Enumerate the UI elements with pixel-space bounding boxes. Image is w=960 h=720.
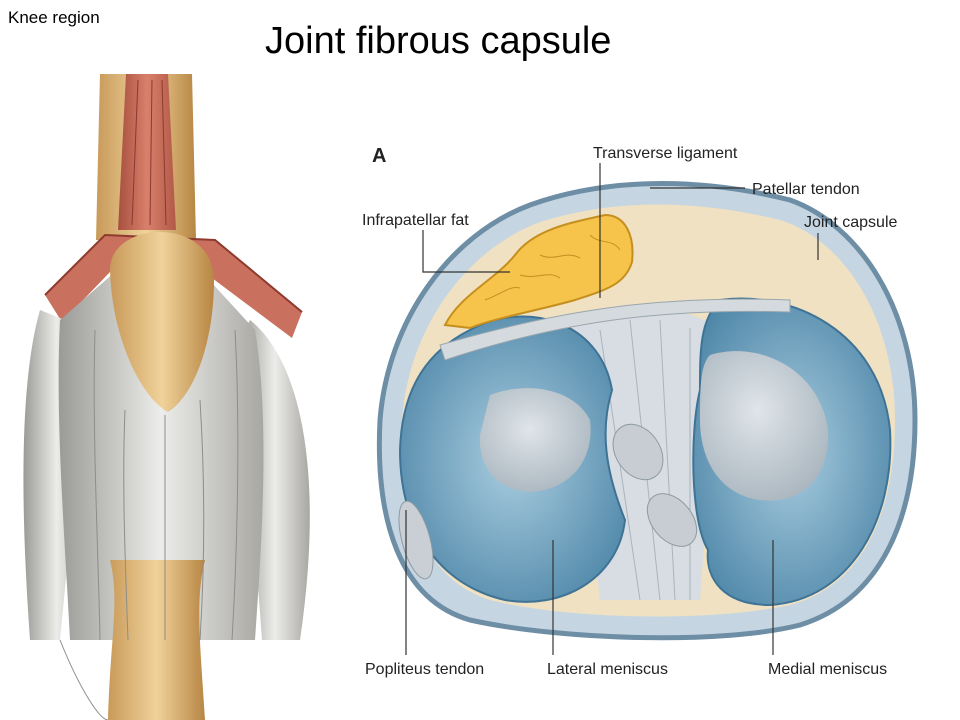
- label-lateral-meniscus: Lateral meniscus: [547, 661, 668, 678]
- label-patellar-tendon: Patellar tendon: [752, 181, 860, 198]
- infrapatellar-fat-pad: [443, 213, 634, 330]
- slide-title: Joint fibrous capsule: [265, 20, 612, 62]
- knee-anterior-illustration: [23, 74, 310, 720]
- label-infrapatellar-fat: Infrapatellar fat: [362, 212, 469, 229]
- label-joint-capsule: Joint capsule: [804, 214, 897, 231]
- panel-letter: A: [372, 145, 386, 167]
- label-medial-meniscus: Medial meniscus: [768, 661, 887, 678]
- label-transverse-ligament: Transverse ligament: [593, 145, 738, 162]
- tibial-plateau-illustration: A Transverse ligament Patellar tendon In…: [362, 145, 918, 678]
- corner-label: Knee region: [8, 8, 100, 27]
- label-popliteus-tendon: Popliteus tendon: [365, 661, 484, 678]
